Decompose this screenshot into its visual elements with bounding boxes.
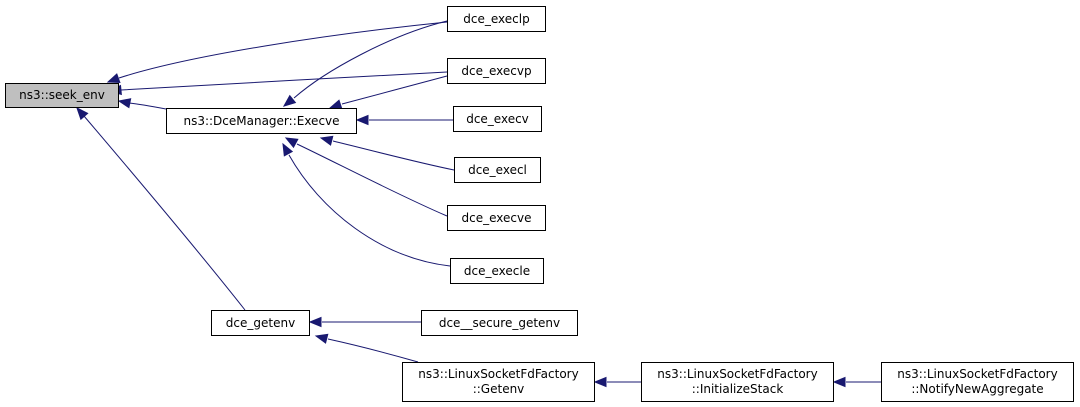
node-dce-execle[interactable]: dce_execle	[450, 258, 544, 284]
edge-arrowhead	[284, 137, 299, 149]
node-label-line: dce_execle	[463, 263, 531, 278]
node-dce-getenv[interactable]: dce_getenv	[211, 310, 310, 336]
node-dce-secure-getenv[interactable]: dce__secure_getenv	[421, 310, 578, 336]
node-dce-execv[interactable]: dce_execv	[453, 106, 542, 132]
node-dce-execl[interactable]: dce_execl	[454, 157, 541, 183]
node-label-line: ::NotifyNewAggregate	[911, 382, 1044, 396]
node-label-line: ns3::LinuxSocketFdFactory	[418, 367, 579, 381]
edge-line	[293, 20, 448, 99]
edge-lsff_getenv-to-dce_getenv	[314, 333, 419, 363]
node-seek-env: ns3::seek_env	[5, 83, 119, 108]
node-label-line: dce_execlp	[463, 11, 530, 26]
edge-arrowhead	[593, 376, 607, 388]
edge-arrowhead	[76, 107, 89, 121]
node-dce-execlp[interactable]: dce_execlp	[447, 6, 546, 32]
node-label-line: dce_getenv	[225, 315, 296, 330]
edge-arrowhead	[282, 142, 294, 157]
edge-arrowhead	[308, 316, 322, 328]
edge-dce_getenv-to-seek_env	[76, 107, 246, 311]
node-label-line: ::Getenv	[472, 382, 525, 396]
edge-dce_execve-to-execve_mgr	[284, 137, 448, 217]
edge-line	[128, 102, 167, 110]
edge-line	[288, 154, 451, 267]
edge-arrowhead	[832, 376, 846, 388]
node-dce-execvp[interactable]: dce_execvp	[447, 58, 546, 84]
node-lsff-notify[interactable]: ns3::LinuxSocketFdFactory::NotifyNewAggr…	[881, 362, 1074, 402]
node-label-line: ns3::LinuxSocketFdFactory	[897, 367, 1058, 381]
edge-line	[296, 143, 448, 217]
edge-execve_mgr-to-seek_env	[117, 98, 167, 110]
edge-arrowhead	[319, 135, 334, 146]
node-dce-execve[interactable]: dce_execve	[447, 205, 546, 231]
edge-line	[120, 71, 448, 91]
edge-arrowhead	[314, 333, 329, 344]
edge-lsff_notify-to-lsff_init	[832, 376, 881, 388]
edge-arrowhead	[106, 73, 121, 83]
node-label-line: ns3::seek_env	[19, 88, 105, 102]
node-lsff-init[interactable]: ns3::LinuxSocketFdFactory::InitializeSta…	[641, 362, 834, 402]
node-label-line: ::InitializeStack	[691, 382, 784, 396]
node-label-line: dce_execl	[468, 162, 527, 177]
edge-line	[332, 140, 455, 171]
node-label-line: ns3::LinuxSocketFdFactory	[657, 367, 818, 381]
edge-arrowhead	[117, 98, 132, 109]
edge-dce_execlp-to-seek_env	[106, 21, 448, 83]
edge-arrowhead	[355, 114, 369, 126]
edge-line	[341, 75, 448, 105]
node-execve-mgr[interactable]: ns3::DceManager::Execve	[166, 108, 357, 134]
node-label-line: ns3::DceManager::Execve	[183, 113, 340, 128]
edge-line	[118, 21, 448, 79]
edge-line	[327, 338, 419, 363]
edge-dce_execvp-to-seek_env	[108, 71, 448, 96]
edge-arrowhead	[282, 94, 297, 107]
edge-dce_execl-to-execve_mgr	[319, 135, 455, 171]
node-label-line: dce_execvp	[461, 63, 532, 78]
node-label-line: dce_execve	[461, 210, 532, 225]
edge-line	[83, 115, 246, 311]
edge-dce_execvp-to-execve_mgr	[328, 75, 448, 110]
node-label-line: dce_execv	[466, 111, 529, 126]
edge-dce_secure_getenv-to-dce_getenv	[308, 316, 421, 328]
edge-lsff_init-to-lsff_getenv	[593, 376, 641, 388]
node-label-line: dce__secure_getenv	[438, 315, 561, 330]
edge-dce_execlp-to-execve_mgr	[282, 20, 448, 107]
edge-dce_execle-to-execve_mgr	[282, 142, 451, 267]
edge-dce_execv-to-execve_mgr	[355, 114, 453, 126]
node-lsff-getenv[interactable]: ns3::LinuxSocketFdFactory::Getenv	[402, 362, 595, 402]
